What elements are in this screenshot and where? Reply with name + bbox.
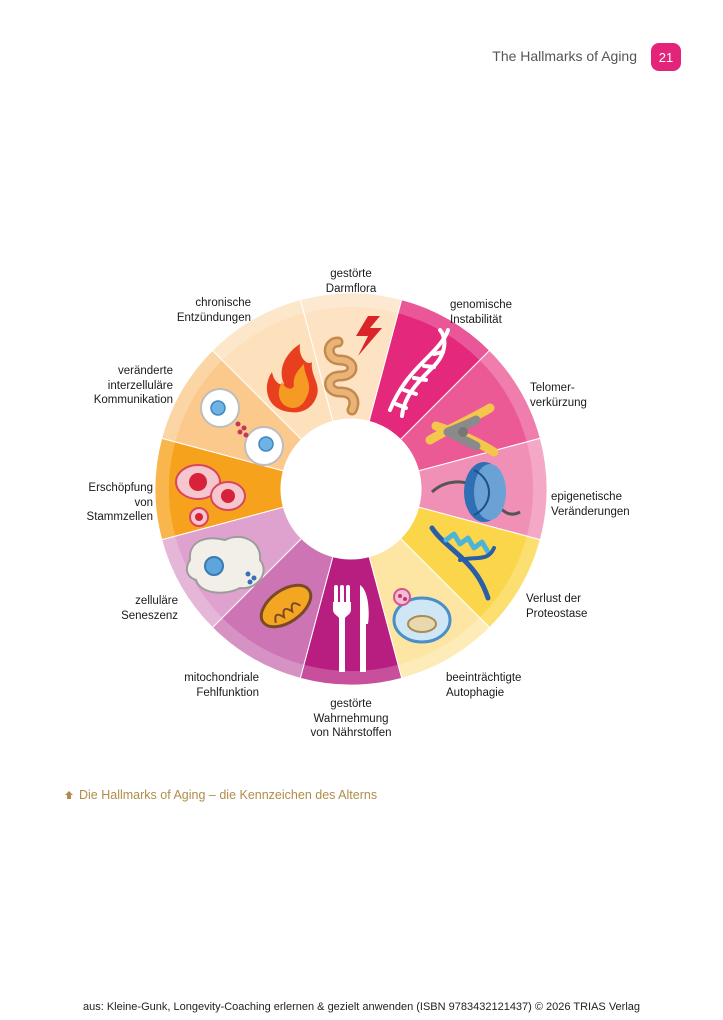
- segment-rim-entzuendung: [212, 299, 304, 361]
- caption-marker-icon: [65, 791, 73, 799]
- label-line: gestörte: [330, 698, 372, 710]
- segment-rim-autophagie: [398, 617, 490, 679]
- label-line: Seneszenz: [121, 609, 178, 622]
- nucleosome-icon: [430, 462, 521, 522]
- segment-rim-kommunikation: [161, 350, 223, 442]
- senescent-cell-icon: [185, 535, 265, 594]
- segment-rim-proteostase: [479, 536, 541, 628]
- label-line: genomische: [450, 299, 513, 311]
- label-line: Fehlfunktion: [196, 686, 259, 699]
- running-header-title: The Hallmarks of Aging: [492, 48, 637, 64]
- segment-rim-mitochondrial: [212, 617, 304, 679]
- label-line: veränderte: [118, 365, 173, 377]
- label-line: Verlust der: [526, 593, 581, 605]
- segment-rim-telomer: [479, 350, 541, 442]
- segment-rim-naehrstoffe: [300, 664, 402, 685]
- segment-rim-genomisch: [398, 299, 490, 361]
- label-line: Darmflora: [325, 282, 377, 295]
- label-line: gestörte: [330, 268, 372, 280]
- label-line: Autophagie: [446, 686, 505, 699]
- segment-rim-darmflora: [300, 293, 402, 314]
- label-line: Entzündungen: [176, 311, 251, 324]
- label-line: Proteostase: [526, 607, 588, 620]
- label-line: Instabilität: [450, 313, 502, 326]
- wheel-center-hole: [281, 419, 421, 559]
- stem-cells-icon: [175, 464, 246, 527]
- fork-knife-icon: [333, 585, 369, 672]
- dna-icon: [388, 328, 450, 418]
- label-line: beeinträchtigte: [446, 672, 522, 684]
- flame-icon: [266, 344, 318, 413]
- protein-icon: [429, 525, 496, 601]
- label-line: Wahrnehmung: [313, 712, 389, 725]
- segment-rim-stammzellen: [155, 438, 176, 540]
- label-line: interzelluläre: [107, 379, 173, 392]
- label-line: epigenetische: [551, 491, 622, 503]
- label-line: Stammzellen: [86, 511, 153, 523]
- label-line: von Nährstoffen: [310, 727, 392, 739]
- segment-rim-epigenetisch: [526, 438, 548, 540]
- cells-communication-icon: [200, 388, 284, 466]
- figure-caption: Die Hallmarks of Aging – die Kennzeichen…: [64, 788, 377, 802]
- label-telomer: Telomer-verkürzung: [530, 381, 587, 410]
- source-footer: aus: Kleine-Gunk, Longevity-Coaching erl…: [82, 1001, 641, 1013]
- label-line: verkürzung: [530, 396, 587, 409]
- label-line: Veränderungen: [551, 505, 630, 518]
- mitochondrion-icon: [259, 583, 313, 629]
- label-line: Erschöpfung: [88, 482, 153, 494]
- autophagosome-icon: [392, 588, 452, 644]
- label-line: mitochondriale: [184, 672, 259, 684]
- intestine-icon: [323, 316, 382, 416]
- figure-caption-text: Die Hallmarks of Aging – die Kennzeichen…: [79, 788, 378, 802]
- page-number-badge: 21: [651, 43, 681, 71]
- chromosome-icon: [425, 403, 499, 457]
- segment-rim-seneszenz: [161, 536, 223, 628]
- label-line: Kommunikation: [93, 394, 173, 406]
- label-line: Telomer-: [530, 382, 575, 394]
- label-line: von: [134, 496, 153, 509]
- label-line: chronische: [195, 297, 251, 309]
- label-line: zelluläre: [135, 595, 178, 607]
